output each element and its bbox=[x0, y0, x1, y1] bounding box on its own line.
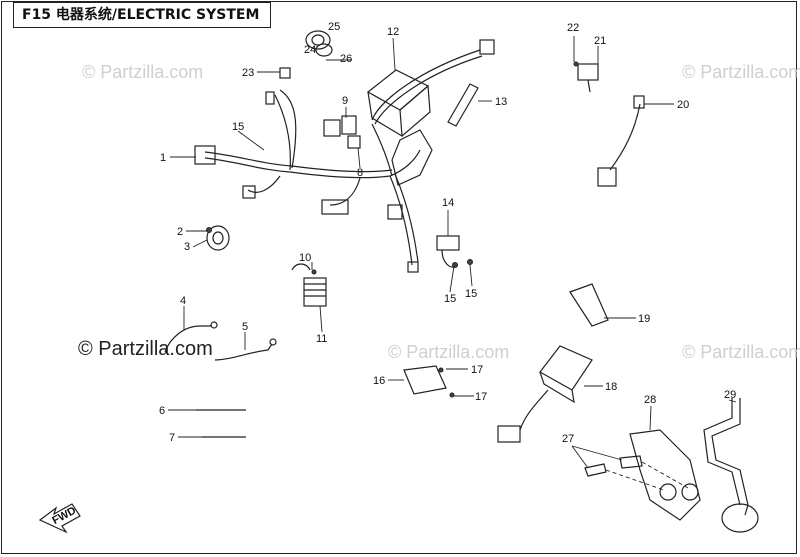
callout-20: 20 bbox=[677, 99, 689, 111]
ecu-module bbox=[497, 345, 593, 443]
callout-10: 10 bbox=[299, 252, 311, 264]
flasher-relay bbox=[403, 365, 455, 398]
battery-cover bbox=[366, 69, 431, 138]
callout-14: 14 bbox=[442, 197, 454, 209]
callout-5: 5 bbox=[242, 321, 248, 333]
watermark-dark: © Partzilla.com bbox=[78, 338, 213, 360]
watermark: © Partzilla.com bbox=[682, 342, 800, 362]
callout-28: 28 bbox=[644, 394, 656, 406]
callout-12: 12 bbox=[387, 26, 399, 38]
callout-22: 22 bbox=[567, 22, 579, 34]
strap bbox=[447, 83, 479, 127]
callout-4: 4 bbox=[180, 295, 186, 307]
callout-6: 6 bbox=[159, 405, 165, 417]
ignition-coil bbox=[597, 95, 645, 187]
label-plate bbox=[569, 283, 609, 327]
sensor bbox=[573, 61, 599, 93]
fuse-holder bbox=[305, 30, 333, 57]
callout-11: 11 bbox=[316, 333, 327, 345]
callout-8: 8 bbox=[357, 167, 363, 179]
callout-29: 29 bbox=[724, 389, 736, 401]
callout-2: 2 bbox=[177, 226, 183, 238]
callouts: 1 2 3 4 5 6 7 8 9 10 11 12 13 14 15 15 1… bbox=[159, 21, 736, 445]
callout-23: 23 bbox=[242, 67, 254, 79]
callout-15: 15 bbox=[232, 121, 244, 133]
horn bbox=[206, 225, 230, 251]
callout-15: 15 bbox=[444, 293, 456, 305]
cable-end bbox=[269, 338, 277, 346]
watermark: © Partzilla.com bbox=[82, 62, 203, 82]
cable bbox=[214, 343, 273, 361]
cable bbox=[164, 325, 212, 353]
relay-small bbox=[279, 67, 291, 79]
watermarks: © Partzilla.com © Partzilla.com © Partzi… bbox=[78, 62, 800, 362]
watermark: © Partzilla.com bbox=[682, 62, 800, 82]
watermark: © Partzilla.com bbox=[388, 342, 509, 362]
bracket-assembly bbox=[584, 398, 759, 533]
callout-1: 1 bbox=[160, 152, 166, 164]
callout-7: 7 bbox=[169, 432, 175, 444]
callout-19: 19 bbox=[638, 313, 650, 325]
fwd-arrow: FWD bbox=[38, 503, 81, 534]
callout-27: 27 bbox=[562, 433, 574, 445]
callout-18: 18 bbox=[605, 381, 617, 393]
leader-lines bbox=[168, 36, 737, 469]
callout-26: 26 bbox=[340, 53, 352, 65]
callout-24: 24 bbox=[304, 44, 316, 56]
callout-16: 16 bbox=[373, 375, 385, 387]
callout-17: 17 bbox=[471, 364, 483, 376]
fwd-label: FWD bbox=[50, 505, 78, 527]
regulator bbox=[291, 263, 327, 307]
callout-17: 17 bbox=[475, 391, 487, 403]
callout-25: 25 bbox=[328, 21, 340, 33]
callout-3: 3 bbox=[184, 241, 190, 253]
diagram-title: F15 电器系统/ELECTRIC SYSTEM bbox=[13, 2, 271, 28]
callout-21: 21 bbox=[594, 35, 606, 47]
cdi-unit bbox=[436, 235, 473, 268]
wiring-harness bbox=[194, 39, 495, 273]
callout-13: 13 bbox=[495, 96, 507, 108]
callout-9: 9 bbox=[342, 95, 348, 107]
callout-15: 15 bbox=[465, 288, 477, 300]
cable-end bbox=[210, 321, 218, 329]
relay-group bbox=[323, 115, 361, 149]
